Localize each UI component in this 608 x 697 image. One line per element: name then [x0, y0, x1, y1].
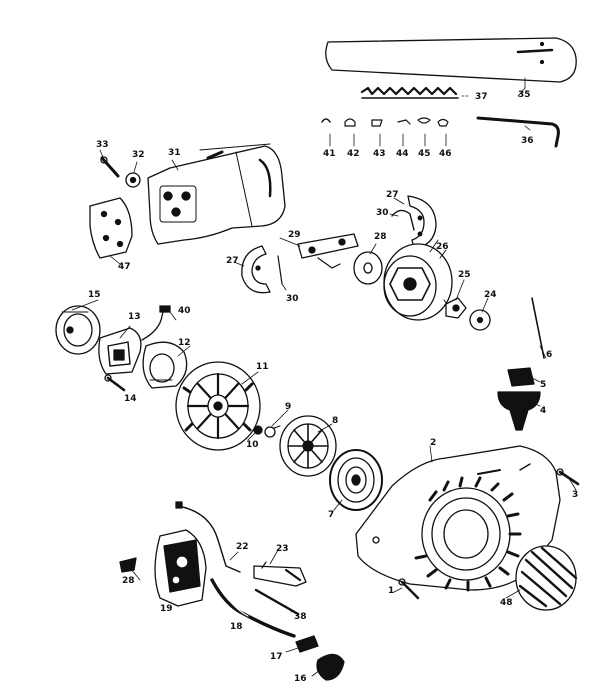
clip-17 — [295, 635, 319, 653]
washer-9 — [264, 426, 276, 438]
callout-15: 15 — [88, 290, 101, 300]
callout-17: 17 — [270, 652, 283, 662]
callout-9: 9 — [285, 402, 292, 412]
flywheel — [175, 361, 261, 451]
hex-wrench — [476, 116, 560, 148]
callout-26: 26 — [436, 242, 449, 252]
callout-2: 2 — [430, 438, 437, 448]
callout-11: 11 — [256, 362, 269, 372]
link-20 — [254, 588, 300, 616]
callout-8: 8 — [332, 416, 339, 426]
callout-28a: 28 — [374, 232, 387, 242]
callout-7: 7 — [328, 510, 335, 520]
callout-46: 46 — [439, 149, 452, 159]
clip-28 — [119, 557, 137, 573]
callout-6: 6 — [546, 350, 553, 360]
callout-3: 3 — [572, 490, 579, 500]
screw-1 — [398, 578, 420, 600]
screw-14 — [104, 374, 126, 392]
callout-28b: 28 — [122, 576, 135, 586]
clutch-nut — [445, 297, 467, 319]
throttle-rod — [175, 501, 241, 573]
fuel-line — [210, 578, 296, 638]
callout-10: 10 — [246, 440, 259, 450]
brake-band-upper — [391, 195, 437, 249]
side-cover — [147, 143, 286, 245]
callout-30a: 30 — [376, 208, 389, 218]
callout-37: 37 — [475, 92, 488, 102]
callout-29: 29 — [288, 230, 301, 240]
callout-1: 1 — [388, 586, 395, 596]
bracket-29 — [297, 233, 359, 269]
callout-32: 32 — [132, 150, 145, 160]
leader-lines — [71, 87, 577, 677]
carburetor — [154, 529, 207, 607]
callout-27b: 27 — [226, 256, 239, 266]
coil-housing — [142, 341, 188, 389]
callout-27a: 27 — [386, 190, 399, 200]
callout-19: 19 — [160, 604, 173, 614]
screw-3 — [556, 468, 580, 486]
callout-31: 31 — [168, 148, 181, 158]
rotor-plate — [55, 305, 101, 355]
callout-43: 43 — [373, 149, 386, 159]
fuel-filter — [316, 653, 345, 681]
starter-pulley — [279, 415, 337, 477]
callout-30b: 30 — [286, 294, 299, 304]
callout-14: 14 — [124, 394, 137, 404]
washer-32 — [125, 172, 141, 188]
saw-chain — [360, 86, 471, 99]
callout-35: 35 — [518, 90, 531, 100]
callout-47: 47 — [118, 262, 131, 272]
handle-insert — [507, 367, 535, 387]
callout-42: 42 — [347, 149, 360, 159]
callout-40: 40 — [178, 306, 191, 316]
rewind-spring — [329, 449, 383, 511]
guide-bar — [325, 37, 577, 89]
ignition-coil — [98, 305, 171, 375]
callout-24: 24 — [484, 290, 497, 300]
callout-38: 38 — [294, 612, 307, 622]
screw-33 — [100, 156, 120, 178]
washer-24 — [469, 309, 491, 331]
callout-33: 33 — [96, 140, 109, 150]
throttle-lever — [253, 561, 307, 587]
callout-5: 5 — [540, 380, 547, 390]
callout-41: 41 — [323, 149, 336, 159]
starter-handle — [497, 391, 541, 431]
callout-13: 13 — [128, 312, 141, 322]
callout-44: 44 — [396, 149, 409, 159]
callout-25: 25 — [458, 270, 471, 280]
callout-16: 16 — [294, 674, 307, 684]
callout-45: 45 — [418, 149, 431, 159]
clutch-drum — [383, 243, 453, 321]
callout-48: 48 — [500, 598, 513, 608]
plate-47 — [89, 197, 133, 265]
callout-22: 22 — [236, 542, 249, 552]
callout-12: 12 — [178, 338, 191, 348]
starter-rope — [531, 297, 545, 359]
washer-28 — [353, 251, 383, 285]
filter-cover — [515, 545, 578, 611]
callout-18: 18 — [230, 622, 243, 632]
chain-parts-row — [321, 117, 449, 147]
callout-23: 23 — [276, 544, 289, 554]
callout-36: 36 — [521, 136, 534, 146]
callout-4: 4 — [540, 406, 547, 416]
brake-band-lower — [241, 245, 283, 294]
